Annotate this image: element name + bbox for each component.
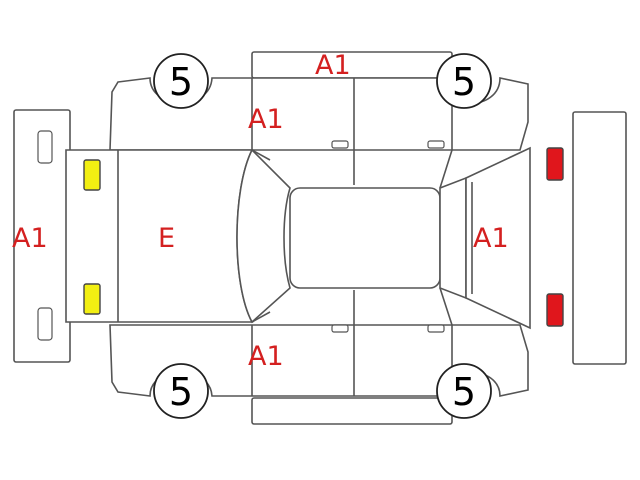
wheel-rear-left[interactable]: 5 <box>436 53 492 109</box>
rear-lamp-lower[interactable] <box>546 293 564 327</box>
code-top-door-strip: A1 <box>315 50 351 81</box>
rear-lamp-upper[interactable] <box>546 147 564 181</box>
code-rear-bumper: A1 <box>473 223 509 254</box>
lower-front-door-handle <box>331 324 349 333</box>
code-upper-pillar: A1 <box>248 104 284 135</box>
code-hood: E <box>158 223 175 254</box>
top-door-strip[interactable] <box>251 51 453 79</box>
code-lower-pillar: A1 <box>248 341 284 372</box>
car-body-top-view <box>65 146 531 330</box>
wheel-rear-right[interactable]: 5 <box>436 363 492 419</box>
trunk-panel[interactable] <box>465 146 531 330</box>
lower-rear-door-handle <box>427 324 445 333</box>
bottom-door-strip[interactable] <box>251 397 453 425</box>
upper-rear-door-handle <box>427 140 445 149</box>
roof-panel[interactable] <box>289 187 441 289</box>
wheel-front-right-label: 5 <box>169 370 193 414</box>
front-lamp-lower[interactable] <box>83 283 101 315</box>
wheel-rear-right-label: 5 <box>452 370 476 414</box>
code-front-bumper: A1 <box>12 223 48 254</box>
rear-window[interactable] <box>439 176 467 300</box>
wheel-rear-left-label: 5 <box>452 60 476 104</box>
rear-bumper[interactable] <box>572 111 627 365</box>
windshield[interactable] <box>236 148 291 324</box>
wheel-front-left-label: 5 <box>169 60 193 104</box>
wheel-front-right[interactable]: 5 <box>153 363 209 419</box>
upper-front-door-handle <box>331 140 349 149</box>
wheel-front-left[interactable]: 5 <box>153 53 209 109</box>
front-lamp-upper[interactable] <box>83 159 101 191</box>
